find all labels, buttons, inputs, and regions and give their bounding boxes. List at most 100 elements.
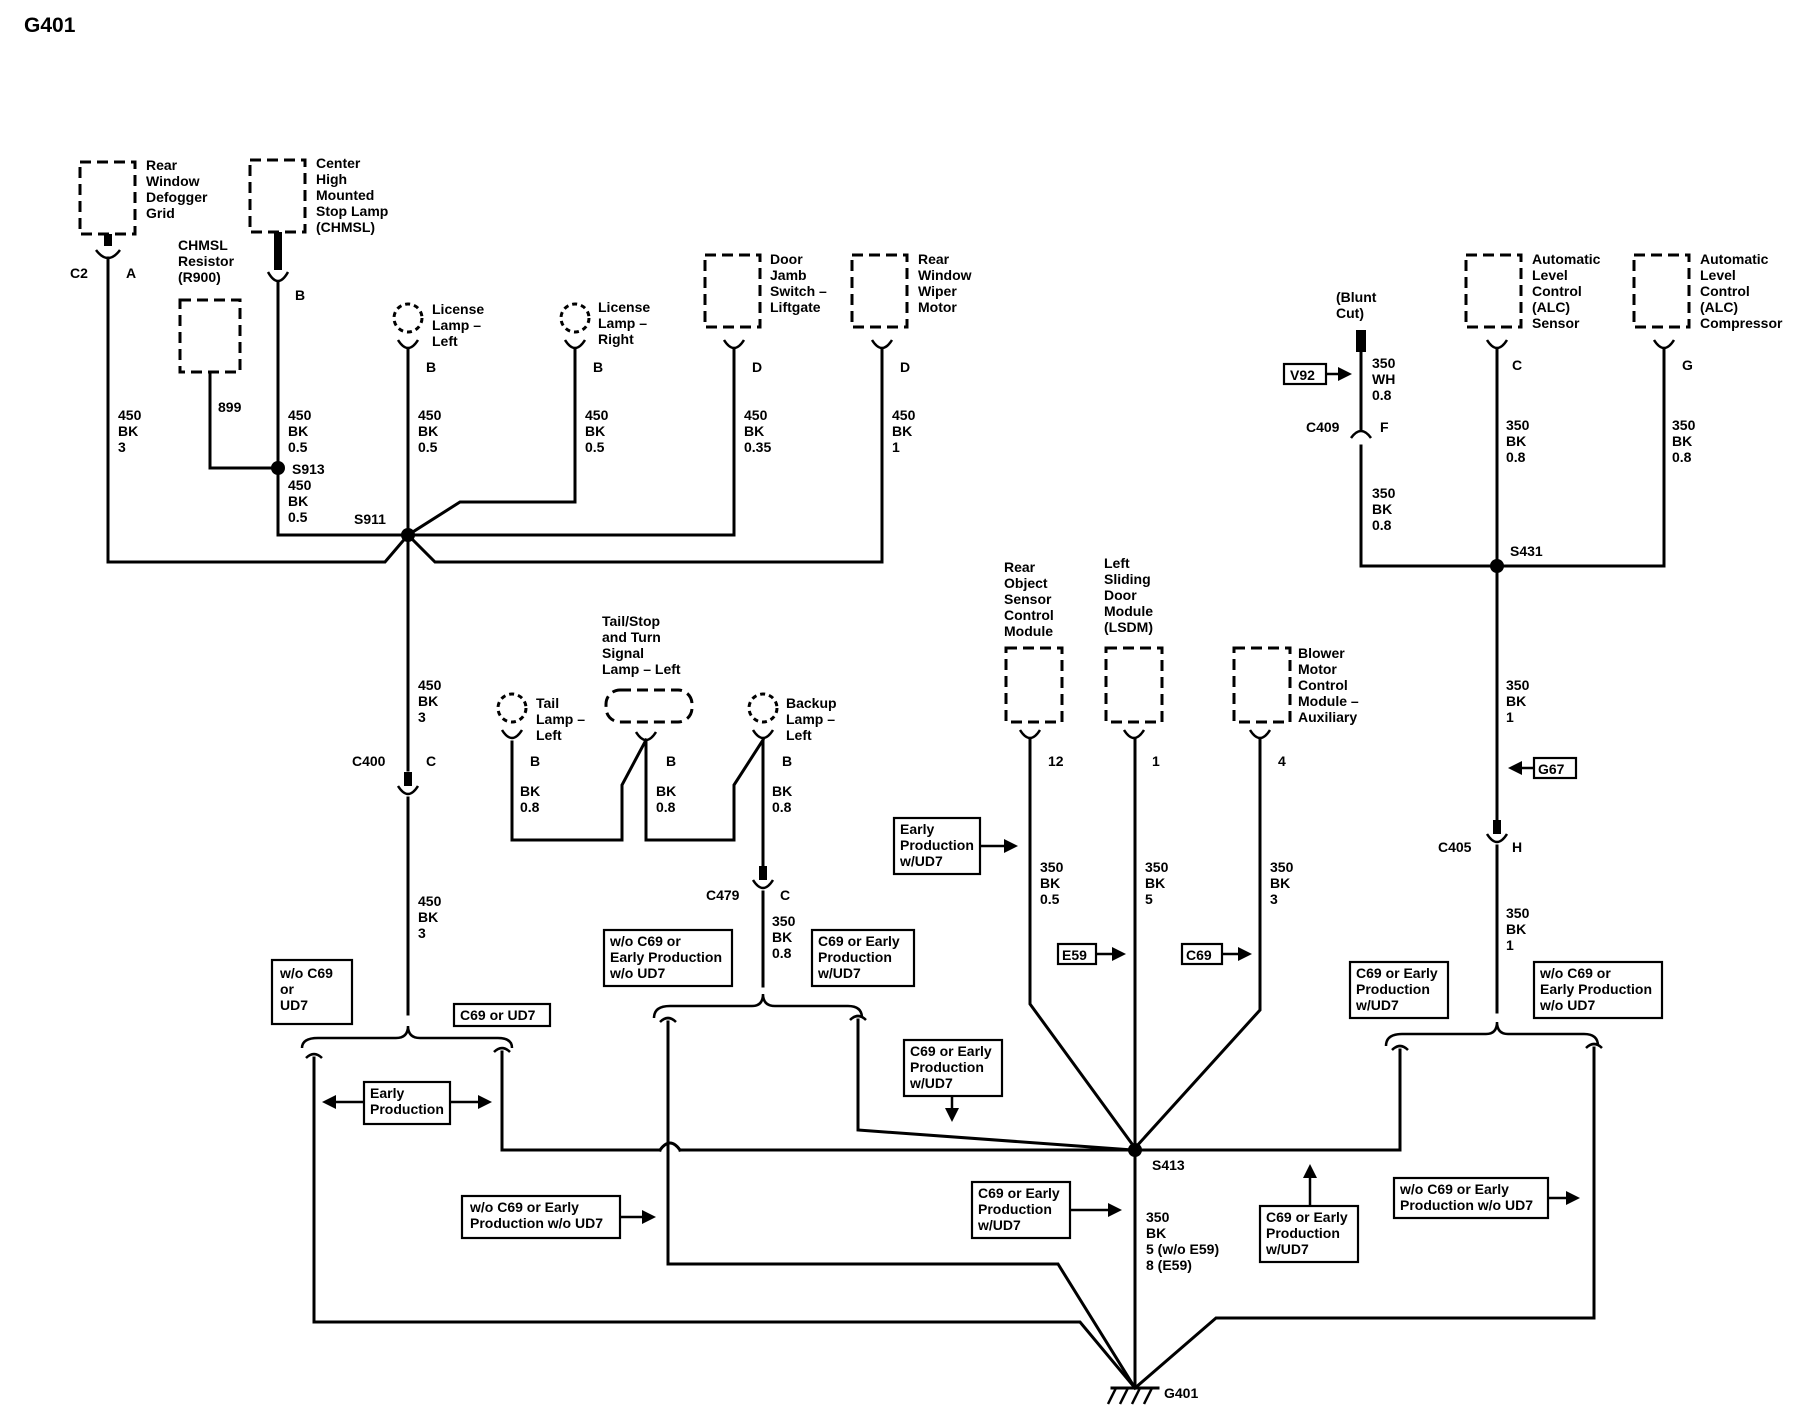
wire-tail-lamp xyxy=(510,737,649,842)
option-box-woc69-r-bottom xyxy=(1392,1176,1550,1220)
pin-alc-c-g: G xyxy=(1682,357,1693,373)
pin-lsdm-1: 1 xyxy=(1152,753,1160,769)
pin-lic-left-b: B xyxy=(426,359,436,375)
option-box-early-w-ud7 xyxy=(892,816,982,876)
wire-label-899: 899 xyxy=(218,399,242,415)
wire-right-bracket-to-s413 xyxy=(1133,1048,1402,1152)
pin-alc-s-c: C xyxy=(1512,357,1522,373)
option-box-woc69-bottom xyxy=(460,1194,622,1240)
option-box-woc69-early-left xyxy=(602,928,734,988)
pin-chmsl-b: B xyxy=(295,287,305,303)
wire-899 xyxy=(208,370,280,470)
option-box-c69-early-left xyxy=(810,928,916,988)
pin-tail-b: B xyxy=(530,753,540,769)
pin-door-d: D xyxy=(752,359,762,375)
connector-c409: C409 xyxy=(1306,419,1340,435)
pin-lic-right-b: B xyxy=(593,359,603,375)
wire-left-bracket-to-ground xyxy=(312,1056,1138,1391)
pin-ros-12: 12 xyxy=(1048,753,1064,769)
pin-wiper-d: D xyxy=(900,359,910,375)
ref-label-c69: C69 xyxy=(1186,947,1212,963)
wire-mid-bracket-to-ground xyxy=(666,1020,1138,1391)
ref-label-g67: G67 xyxy=(1538,761,1565,777)
connector-c479: C479 xyxy=(706,887,740,903)
option-bracket-right xyxy=(1384,1021,1603,1051)
option-box-woc69-ud7 xyxy=(270,958,354,1026)
option-box-c69-early-up xyxy=(1258,1204,1360,1264)
wire-door-jamb xyxy=(406,348,736,537)
pin-c400-c: C xyxy=(426,753,436,769)
wire-blower xyxy=(1132,738,1262,1151)
pin-c2-a: A xyxy=(126,265,136,281)
connector-c2: C2 xyxy=(70,265,88,281)
wire-right-bracket-to-ground xyxy=(1132,1046,1596,1391)
wire-alc-compressor xyxy=(1495,348,1666,568)
wire-defogger-to-s911 xyxy=(106,532,411,564)
ref-label-e59: E59 xyxy=(1062,947,1087,963)
splice-label-s413: S413 xyxy=(1152,1157,1185,1173)
wire-c69-ud7-to-s413-a xyxy=(500,1050,662,1152)
wire-license-right xyxy=(405,348,577,538)
splice-label-s431: S431 xyxy=(1510,543,1543,559)
wire-mid-bracket-to-s413 xyxy=(856,1018,1135,1152)
splice-s431 xyxy=(1490,559,1504,573)
ground-g401: G401 xyxy=(1106,1385,1198,1405)
ref-label-v92: V92 xyxy=(1290,367,1315,383)
pin-backup-b: B xyxy=(782,753,792,769)
wire-tailstop xyxy=(644,737,766,842)
diagram-title: G401 xyxy=(24,14,76,37)
wire-rear-wiper xyxy=(405,348,884,564)
option-box-c69-early-right xyxy=(1348,960,1450,1020)
pin-blower-4: 4 xyxy=(1278,753,1286,769)
pin-c479-c: C xyxy=(780,887,790,903)
